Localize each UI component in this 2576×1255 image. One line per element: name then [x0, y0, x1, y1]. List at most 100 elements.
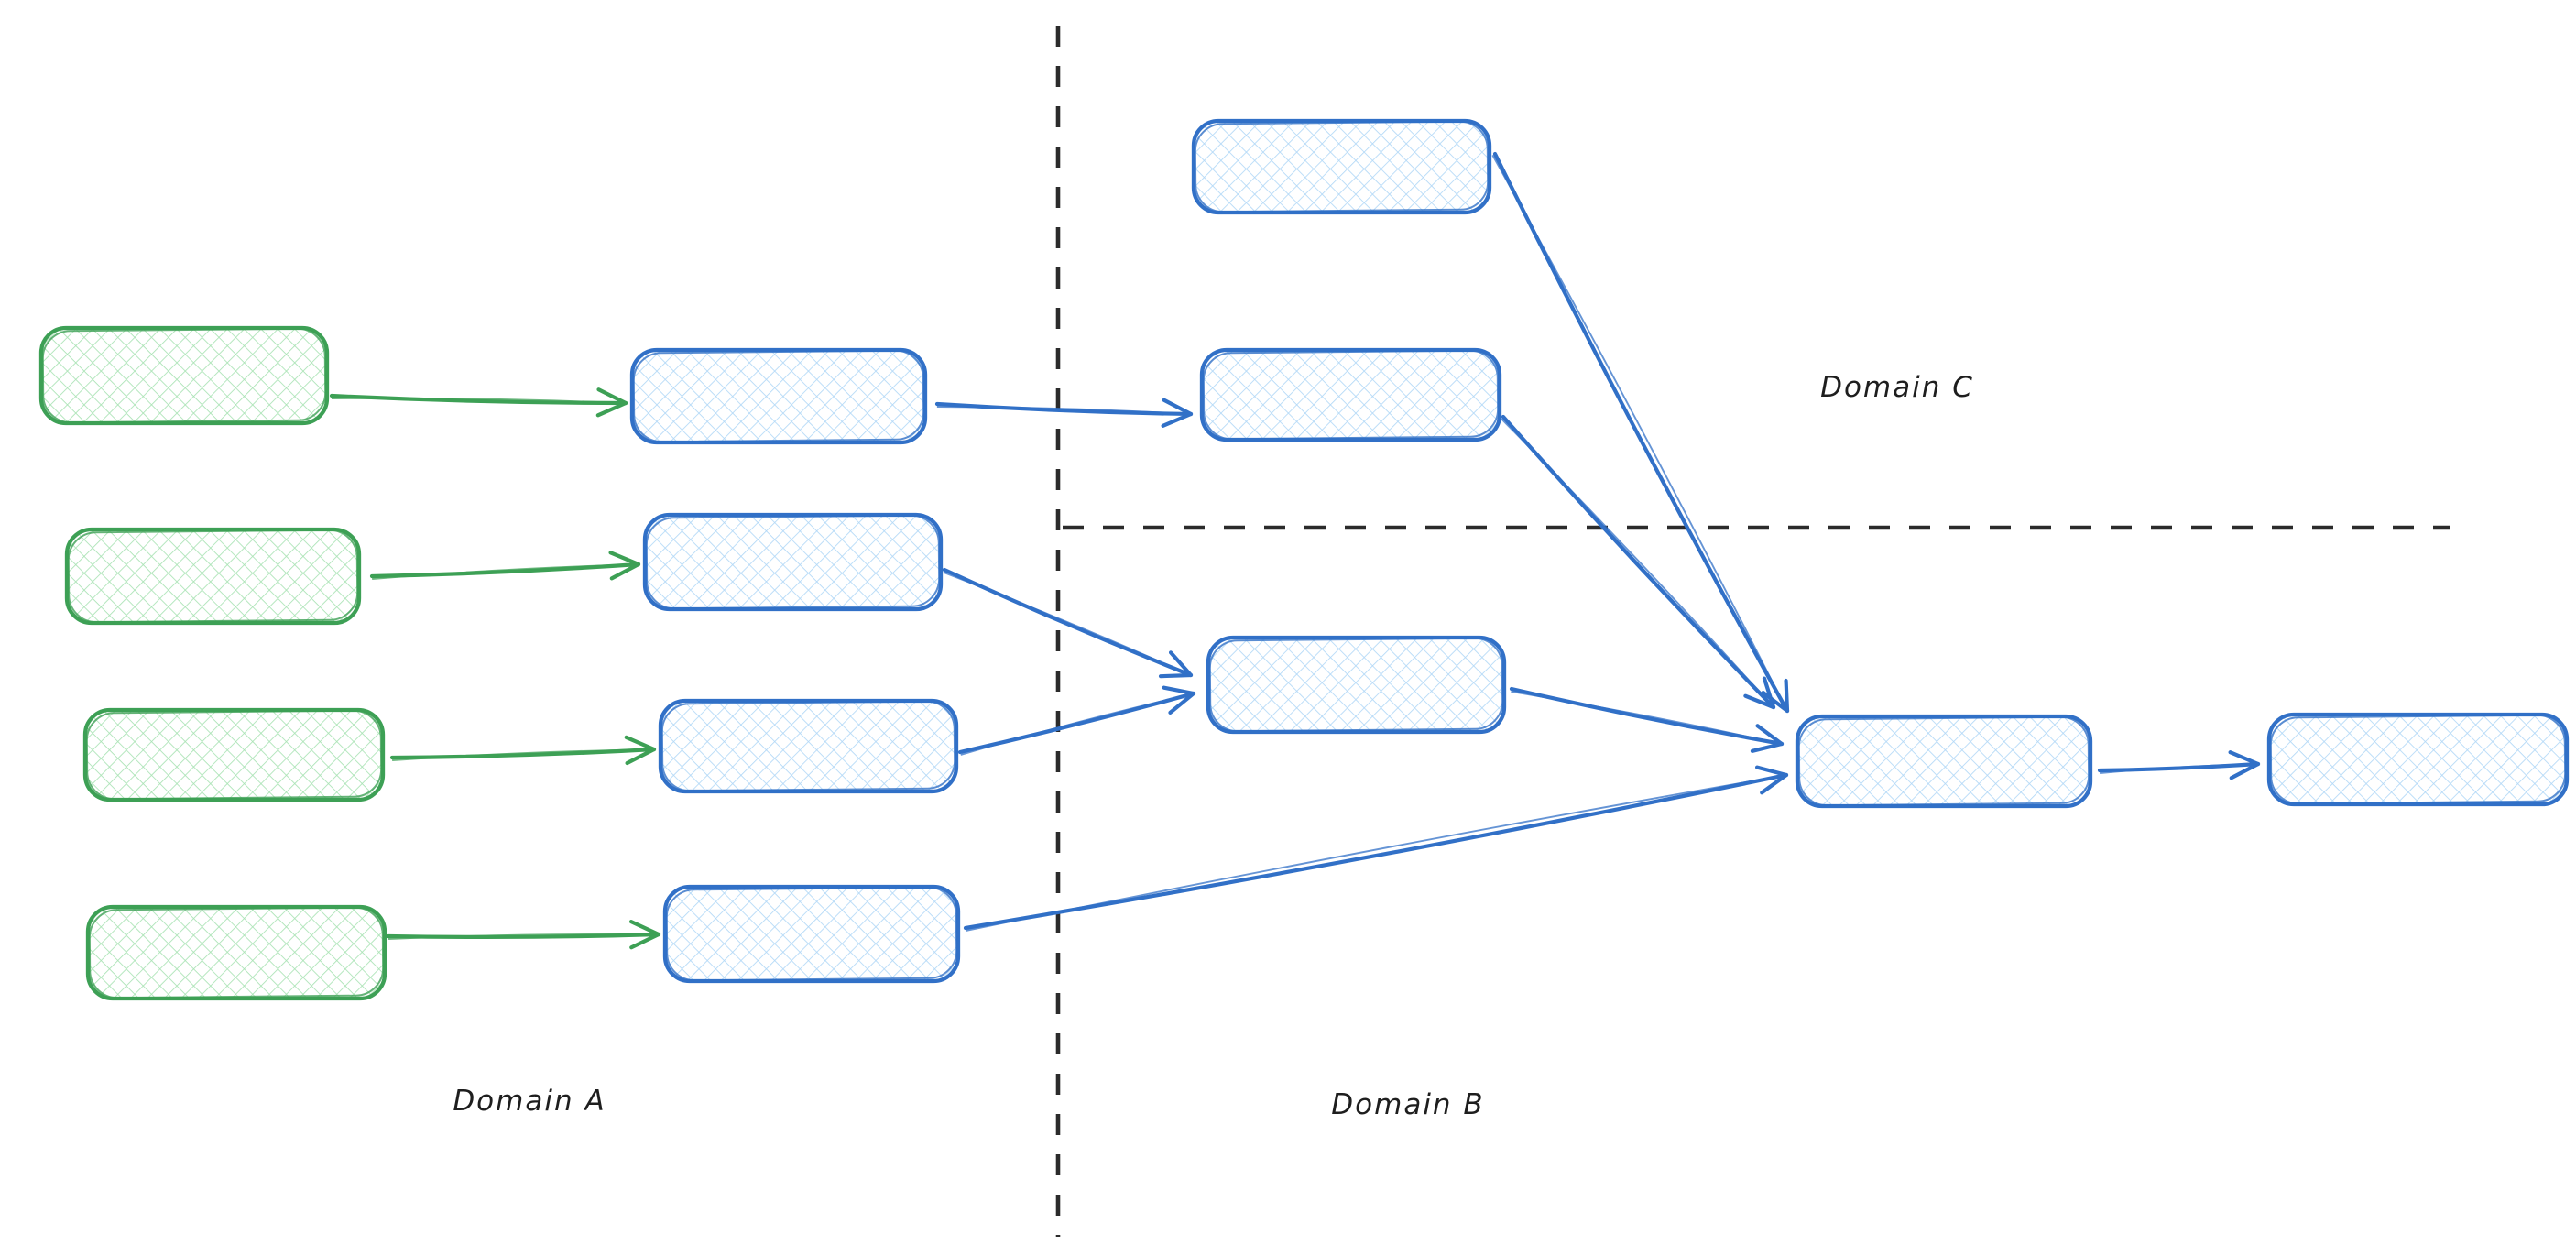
- edge-source3-to-stage1-3-line: [389, 747, 657, 760]
- edge-stage2-middle-to-merge-line: [1509, 686, 1785, 747]
- edge-source2-to-stage1-2-arrowhead: [609, 562, 641, 581]
- edge-source2-to-stage1-2-sketch-line: [372, 563, 627, 580]
- merge-box-sketch-outline: [1797, 715, 2090, 807]
- edge-stage1-3-to-stage2-middle-arrowhead: [1162, 685, 1196, 696]
- edge-stage1-2-to-stage2-middle-arrowhead: [1168, 650, 1194, 678]
- domain-a-label: Domain A: [453, 1085, 606, 1118]
- source-box-4-shape: [85, 904, 387, 1001]
- edge-stage1-3-to-stage2-middle-line: [957, 691, 1196, 755]
- edge-source1-to-stage1-1-arrowhead: [595, 400, 628, 418]
- merge-box: [1795, 714, 2093, 809]
- edge-source1-to-stage1-1-arrowhead: [596, 387, 628, 406]
- edge-source1-to-stage1-1: [329, 387, 628, 418]
- stage1-box-1-shape: [629, 347, 928, 445]
- source-box-2-shape: [64, 527, 362, 626]
- source-box-4-sketch-outline: [88, 906, 385, 999]
- stage2-box-middle-shape: [1206, 635, 1507, 735]
- edge-stage1-4-to-merge-sketch-line: [966, 776, 1774, 932]
- edge-source3-to-stage1-3-sketch-line: [392, 748, 642, 761]
- edge-stage2-top-to-merge-arrowhead: [1784, 678, 1790, 714]
- edge-source3-to-stage1-3: [389, 735, 657, 766]
- domain-c-label: Domain C: [1820, 371, 1974, 404]
- edge-stage2-top-to-merge-arrowhead: [1761, 690, 1790, 714]
- source-box-1: [38, 325, 330, 426]
- labels-layer: Domain A Domain B Domain C: [453, 371, 1974, 1121]
- output-box-shape: [2266, 712, 2570, 807]
- edge-stage2-upper-to-merge: [1501, 414, 1776, 710]
- edge-source2-to-stage1-2-arrowhead: [608, 551, 641, 567]
- source-box-3-shape: [82, 707, 386, 802]
- edge-source1-to-stage1-1-sketch-line: [331, 397, 614, 404]
- edge-stage1-1-to-stage2-upper-line: [934, 401, 1194, 417]
- edge-stage2-middle-to-merge-arrowhead: [1750, 741, 1785, 753]
- stage1-box-3-shape: [658, 698, 959, 794]
- edge-stage1-2-to-stage2-middle-line: [942, 567, 1194, 678]
- nodes-layer: [38, 118, 2570, 1001]
- output-box-sketch-outline: [2269, 714, 2567, 805]
- domain-b-label: Domain B: [1331, 1088, 1484, 1121]
- edge-stage2-top-to-merge-sketch-line: [1491, 154, 1783, 701]
- edge-source4-to-stage1-4: [386, 920, 661, 950]
- stage2-box-top-sketch-outline: [1194, 120, 1490, 213]
- edge-stage2-middle-to-merge-sketch-line: [1511, 691, 1770, 743]
- edge-stage1-3-to-stage2-middle-arrowhead: [1168, 691, 1196, 715]
- source-box-2: [64, 527, 362, 626]
- output-box: [2266, 712, 2570, 807]
- stage1-box-4-sketch-outline: [665, 886, 958, 982]
- edge-merge-to-output: [2097, 750, 2261, 780]
- stage1-box-4: [662, 884, 961, 984]
- source-box-3-sketch-outline: [85, 709, 383, 801]
- stage1-box-1-sketch-outline: [632, 349, 925, 443]
- edge-stage1-4-to-merge: [963, 765, 1789, 932]
- edge-stage2-upper-to-merge-arrowhead: [1762, 676, 1776, 710]
- stage2-box-upper: [1199, 347, 1502, 442]
- edge-stage1-1-to-stage2-upper-arrowhead: [1161, 411, 1194, 428]
- stage2-box-top-shape: [1191, 118, 1492, 215]
- source-box-3: [82, 707, 386, 802]
- stage1-box-2-shape: [642, 512, 944, 612]
- edge-stage2-top-to-merge: [1491, 151, 1790, 714]
- stage1-box-2-sketch-outline: [645, 514, 941, 610]
- edge-stage1-3-to-stage2-middle: [957, 685, 1196, 756]
- stage2-box-top: [1191, 118, 1492, 215]
- edge-source3-to-stage1-3-arrowhead: [624, 735, 657, 752]
- source-box-1-shape: [38, 325, 330, 426]
- source-box-4: [85, 904, 387, 1001]
- stage1-box-4-shape: [662, 884, 961, 984]
- edge-stage1-4-to-merge-arrowhead: [1760, 772, 1789, 795]
- stage2-box-middle-sketch-outline: [1208, 637, 1504, 733]
- edge-merge-to-output-arrowhead: [2228, 750, 2261, 767]
- edge-stage2-upper-to-merge-arrowhead: [1743, 693, 1776, 710]
- source-box-2-sketch-outline: [67, 529, 359, 624]
- stage2-box-upper-sketch-outline: [1202, 349, 1500, 441]
- edge-source4-to-stage1-4-sketch-line: [387, 933, 647, 940]
- edge-source2-to-stage1-2: [369, 551, 641, 581]
- edge-stage1-1-to-stage2-upper: [934, 398, 1194, 428]
- source-box-1-sketch-outline: [41, 327, 327, 424]
- edge-stage2-middle-to-merge-arrowhead: [1755, 724, 1785, 747]
- stage1-box-2: [642, 512, 944, 612]
- edge-source3-to-stage1-3-arrowhead: [625, 747, 657, 766]
- edge-stage2-top-to-merge-line: [1492, 151, 1790, 714]
- edge-merge-to-output-arrowhead: [2229, 761, 2261, 780]
- edge-stage2-upper-to-merge-sketch-line: [1501, 418, 1766, 699]
- dividers-layer: [1055, 26, 2450, 1237]
- edge-source4-to-stage1-4-arrowhead: [628, 920, 661, 937]
- edge-stage1-1-to-stage2-upper-sketch-line: [936, 406, 1179, 415]
- stage1-box-3: [658, 698, 959, 794]
- stage1-box-3-sketch-outline: [660, 700, 956, 792]
- stage1-box-1: [629, 347, 928, 445]
- edge-stage1-1-to-stage2-upper-arrowhead: [1162, 398, 1194, 417]
- edge-source4-to-stage1-4-line: [386, 932, 661, 940]
- edge-stage1-2-to-stage2-middle-arrowhead: [1158, 672, 1194, 679]
- edge-stage1-3-to-stage2-middle-sketch-line: [960, 695, 1182, 756]
- edge-merge-to-output-sketch-line: [2100, 763, 2246, 774]
- edge-source2-to-stage1-2-line: [369, 562, 641, 579]
- edge-stage2-middle-to-merge: [1509, 686, 1785, 753]
- edges-layer: [329, 151, 2261, 950]
- stage2-box-middle: [1206, 635, 1507, 735]
- edge-stage1-4-to-merge-arrowhead: [1754, 765, 1789, 778]
- edge-source4-to-stage1-4-arrowhead: [629, 932, 661, 950]
